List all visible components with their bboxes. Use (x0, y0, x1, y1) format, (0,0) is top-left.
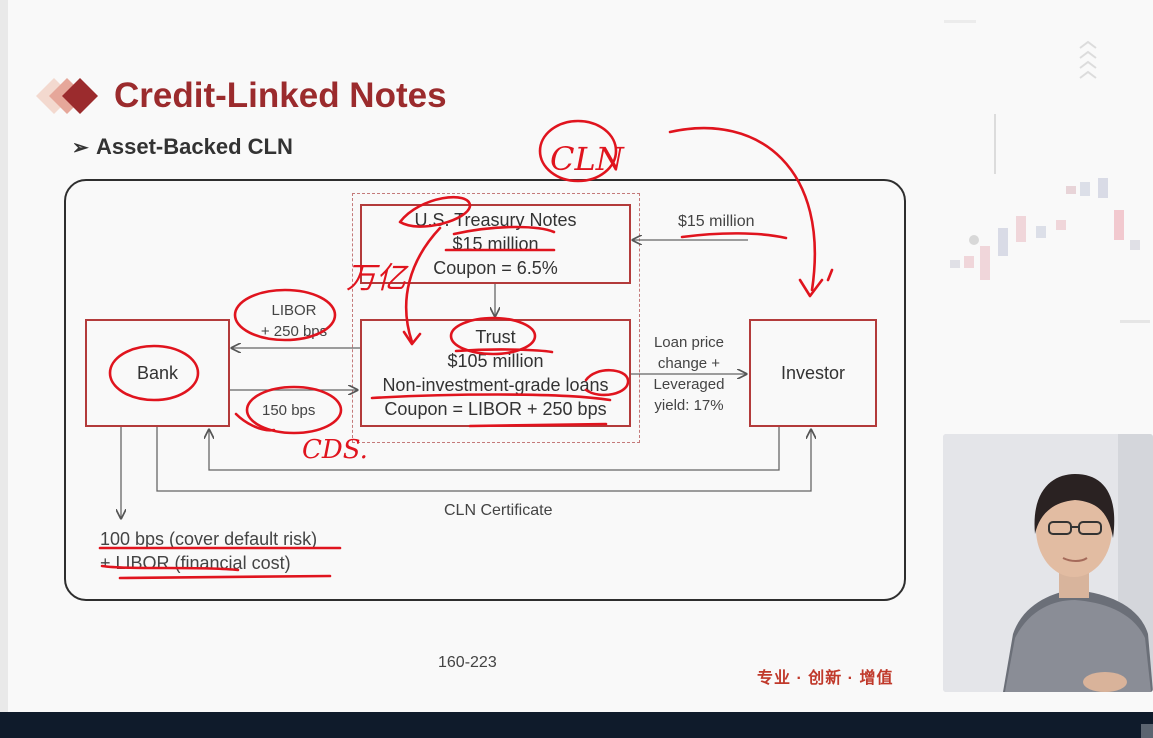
treasury-coupon: Coupon = 6.5% (433, 258, 558, 278)
player-control-bar[interactable] (0, 712, 1153, 738)
trust-coupon: Coupon = LIBOR + 250 bps (384, 399, 607, 419)
investor-box: Investor (749, 319, 877, 427)
brand-tagline: 专业 · 创新 · 增值 (757, 670, 894, 687)
treasury-title: U.S. Treasury Notes (414, 210, 577, 230)
chinese-note-annotation: 万亿 (346, 261, 409, 296)
loan-price-line1: Loan price (653, 334, 725, 351)
trust-title: Trust (475, 327, 516, 347)
loan-price-label: Loan price change + Leveraged yield: 17% (644, 332, 734, 416)
bank-cost-line1: 100 bps (cover default risk) (100, 529, 318, 549)
cln-annotation: CLN (550, 140, 625, 178)
page-number: 160-223 (438, 654, 497, 671)
presenter-video-frame (943, 434, 1153, 692)
title-diamond-icon (36, 78, 98, 114)
bullet-text: Asset-Backed CLN (96, 134, 293, 159)
libor-label-line1: LIBOR (271, 302, 317, 319)
slide-title: Credit-Linked Notes (114, 76, 447, 115)
investor-payment-label: $15 million (678, 213, 755, 230)
cln-circle (538, 119, 618, 183)
fullscreen-button[interactable] (1141, 724, 1153, 738)
trust-assets: Non-investment-grade loans (382, 375, 609, 395)
cln-arrow (668, 126, 817, 292)
libor-circle (233, 288, 337, 342)
webcam-video[interactable] (943, 434, 1153, 692)
bps-circle (245, 385, 343, 435)
treasury-loop (398, 195, 472, 228)
bank-box: Bank (85, 319, 230, 427)
trust-amount: $105 million (447, 351, 544, 371)
trust-circle (449, 316, 537, 356)
bullet-heading: ➢ Asset-Backed CLN (72, 134, 293, 160)
loan-price-line3: Leveraged (653, 376, 725, 393)
treasury-arrow (404, 226, 442, 344)
investor-label: Investor (780, 363, 846, 383)
diagram-panel (64, 179, 906, 601)
loan-price-line2: change + (657, 355, 721, 372)
trust-structure-boundary (352, 193, 640, 443)
bullet-arrow-icon: ➢ (72, 137, 89, 159)
background-decoration (944, 20, 1150, 323)
cds-annotation: CDS. (302, 435, 368, 465)
bank-label: Bank (136, 363, 179, 383)
bank-circle (108, 344, 200, 402)
window-left-edge (0, 0, 8, 712)
loan-price-line4: yield: 17% (654, 397, 724, 414)
cln-certificate-label: CLN Certificate (444, 502, 553, 519)
loans-circle (584, 368, 630, 397)
bps-150-label: 150 bps (262, 402, 316, 419)
